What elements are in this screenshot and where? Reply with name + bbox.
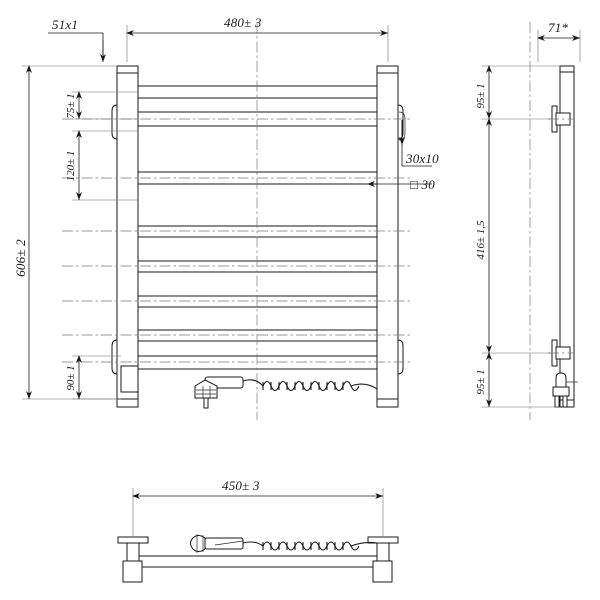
dim-post-square: □ 30 — [367, 177, 435, 192]
plan-coiled-cable — [262, 541, 360, 551]
dim-post-profile: 51x1 — [48, 17, 106, 62]
dim-rung-profile: 30x10 — [399, 120, 439, 167]
dim-label-post-profile: 51x1 — [52, 17, 78, 32]
dim-label-plan-width: 450± 3 — [222, 478, 260, 493]
plan-power-cord — [190, 534, 378, 553]
dim-label-spacing-75: 75± 1 — [65, 93, 77, 118]
dim-side-bottom: 95± 1 — [475, 352, 560, 408]
side-view-plug — [552, 372, 578, 408]
wall-bracket-lower — [548, 339, 574, 367]
rung-center-lines — [62, 22, 412, 420]
dim-label-side-span: 416± 1,5 — [475, 220, 487, 260]
wall-bracket-upper — [548, 105, 574, 133]
dim-label-side-bottom: 95± 1 — [475, 369, 487, 394]
dim-label-offset-90: 90± 1 — [65, 365, 77, 390]
dim-label-spacing-120: 120± 1 — [65, 151, 77, 182]
dim-label-post-square: □ 30 — [410, 177, 435, 192]
plan-foot-left — [117, 536, 149, 583]
right-post — [376, 65, 406, 408]
plan-view-dimensions: 450± 3 — [132, 478, 384, 536]
heating-element-housing — [120, 365, 139, 393]
dim-label-side-depth: 71* — [548, 20, 568, 35]
dim-side-depth: 71* — [537, 20, 581, 62]
dim-label-overall-width: 480± 3 — [224, 15, 262, 30]
dim-label-overall-height: 606± 2 — [13, 239, 28, 277]
dim-label-side-top: 95± 1 — [475, 83, 487, 108]
coiled-cable — [262, 380, 360, 392]
side-view-dimensions: 71* 95± 1 416± 1,5 95± 1 — [475, 20, 581, 408]
power-cord-front — [194, 376, 378, 409]
plan-rail — [129, 555, 386, 568]
side-elevation-view — [529, 22, 578, 420]
plan-view — [117, 534, 399, 583]
dim-spacing-75: 75± 1 — [65, 91, 138, 120]
plan-foot-right — [367, 536, 399, 583]
dim-side-span: 416± 1,5 — [475, 118, 492, 353]
front-view-dimensions: 51x1 480± 3 606± 2 75± 1 120 — [13, 15, 439, 400]
dim-spacing-120: 120± 1 — [65, 130, 138, 201]
dim-overall-height: 606± 2 — [13, 65, 117, 400]
dim-overall-width: 480± 3 — [126, 15, 389, 62]
dim-offset-90: 90± 1 — [65, 355, 121, 400]
dim-label-rung-profile: 30x10 — [405, 151, 439, 166]
dim-side-top: 95± 1 — [475, 65, 560, 120]
